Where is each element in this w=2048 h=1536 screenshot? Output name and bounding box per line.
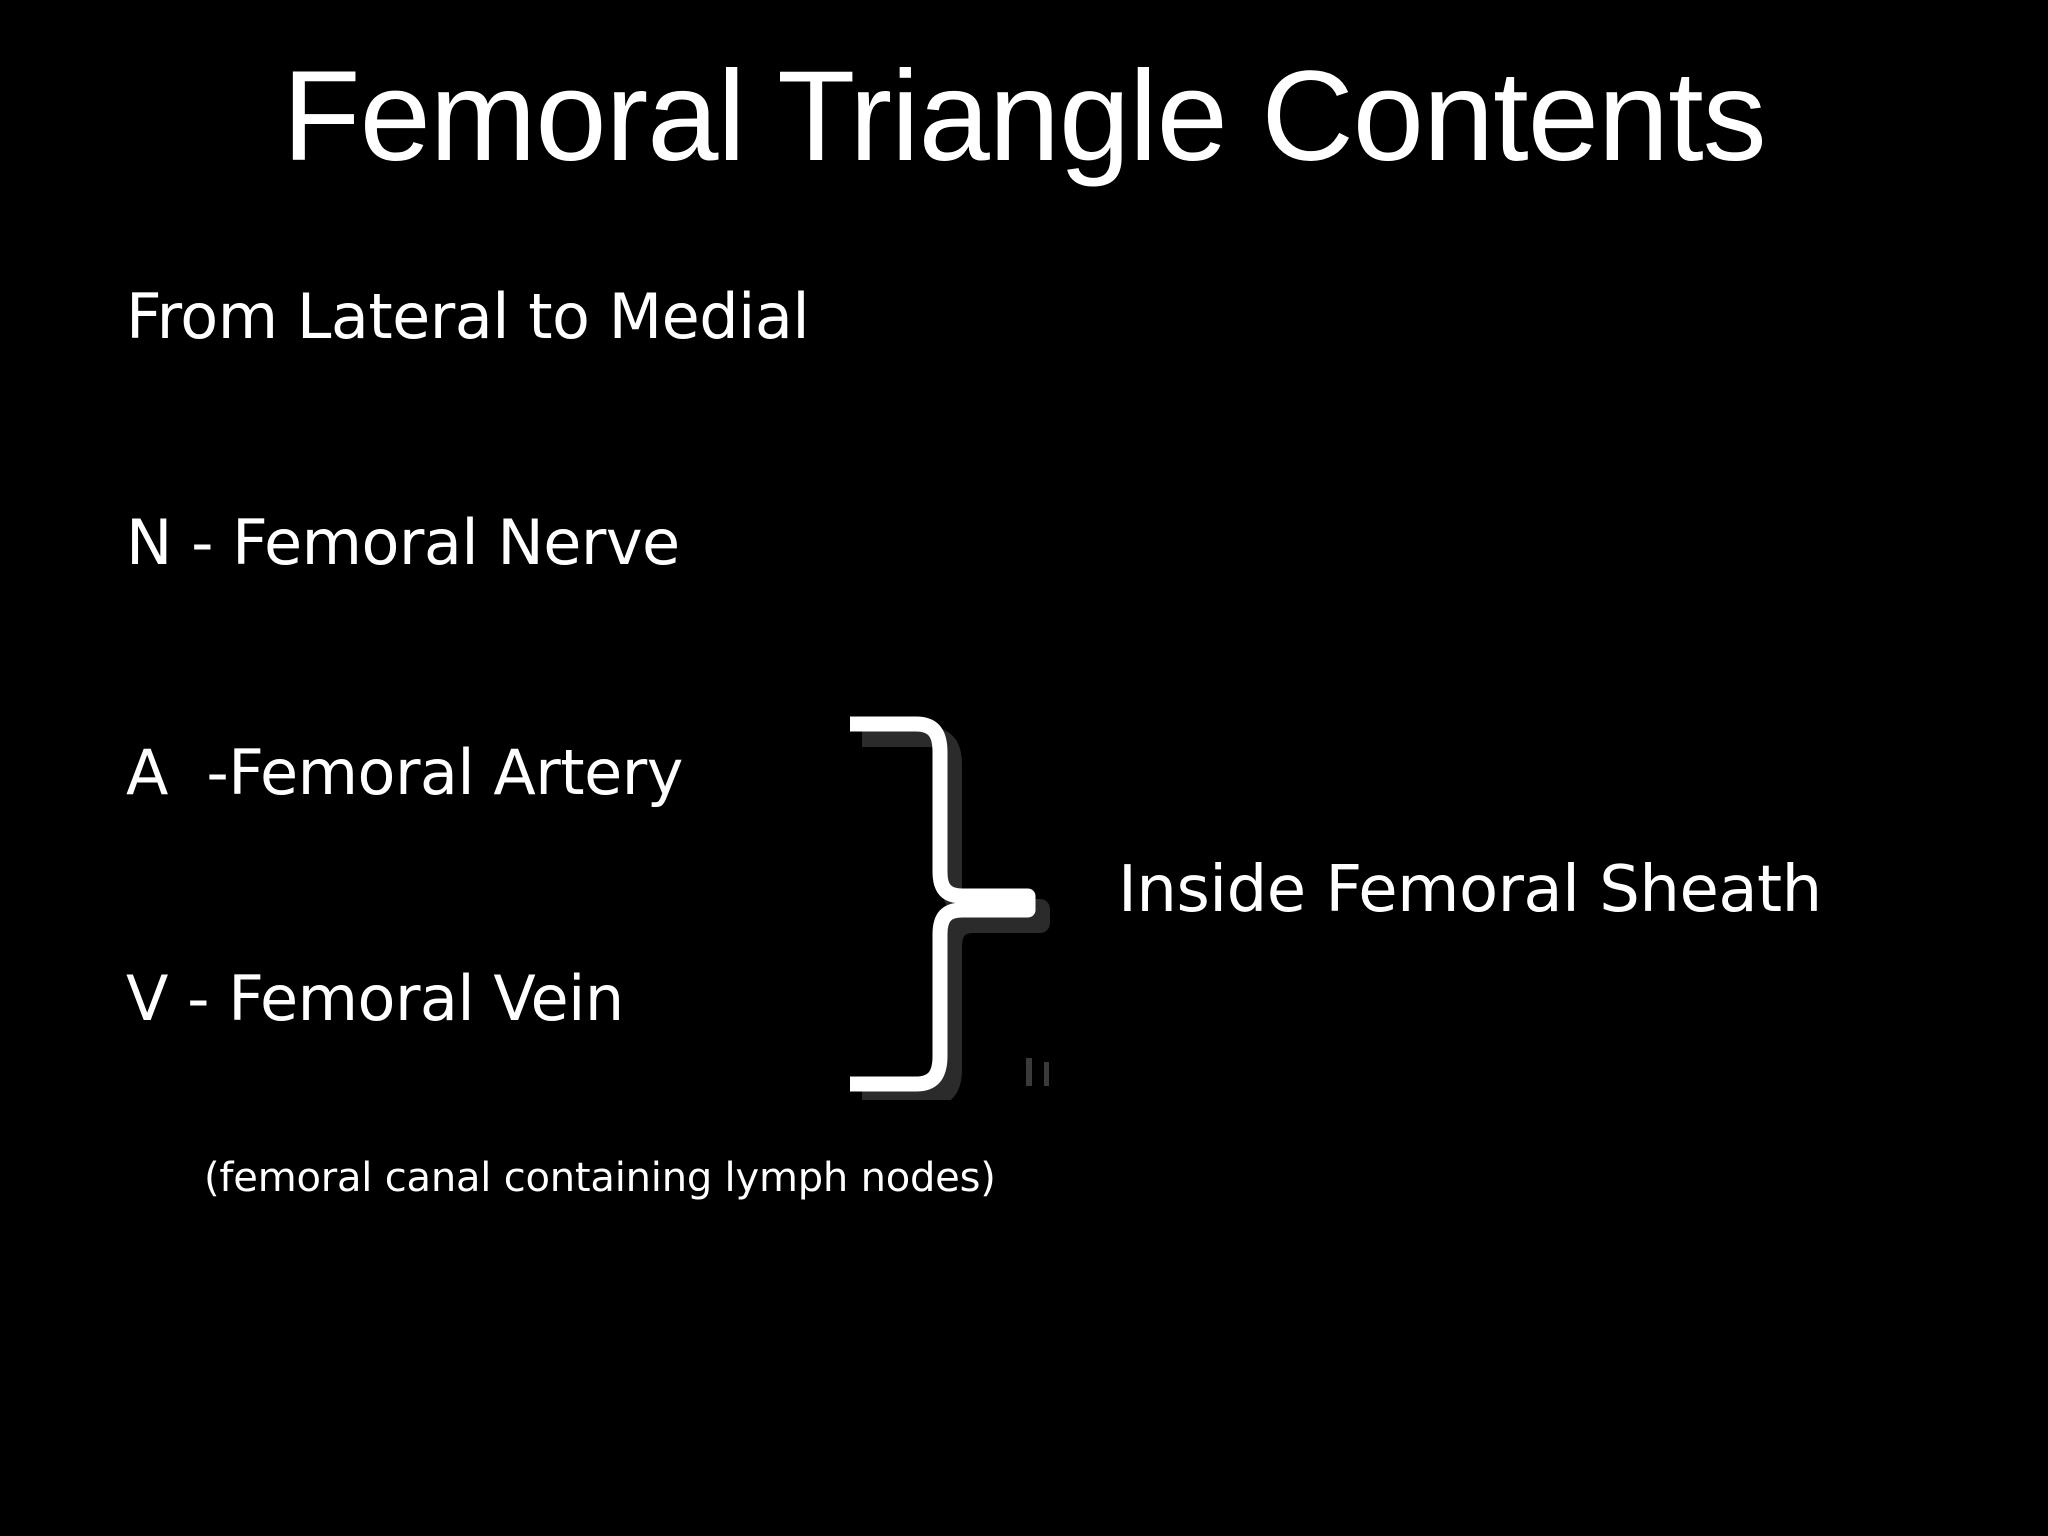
text-femoral-vein: V - Femoral Vein — [126, 962, 624, 1035]
text-from-lateral-to-medial: From Lateral to Medial — [126, 280, 810, 353]
footnote-femoral-canal: (femoral canal containing lymph nodes) — [204, 1155, 996, 1201]
shadow-artifact-left — [1026, 1058, 1032, 1086]
page-title: Femoral Triangle Contents — [282, 45, 1766, 188]
label-inside-femoral-sheath: Inside Femoral Sheath — [1118, 853, 1822, 927]
text-femoral-nerve: N - Femoral Nerve — [126, 506, 680, 579]
curly-brace-icon — [830, 700, 1060, 1100]
shadow-artifact-right — [1044, 1062, 1049, 1086]
text-femoral-artery: A -Femoral Artery — [126, 736, 683, 809]
